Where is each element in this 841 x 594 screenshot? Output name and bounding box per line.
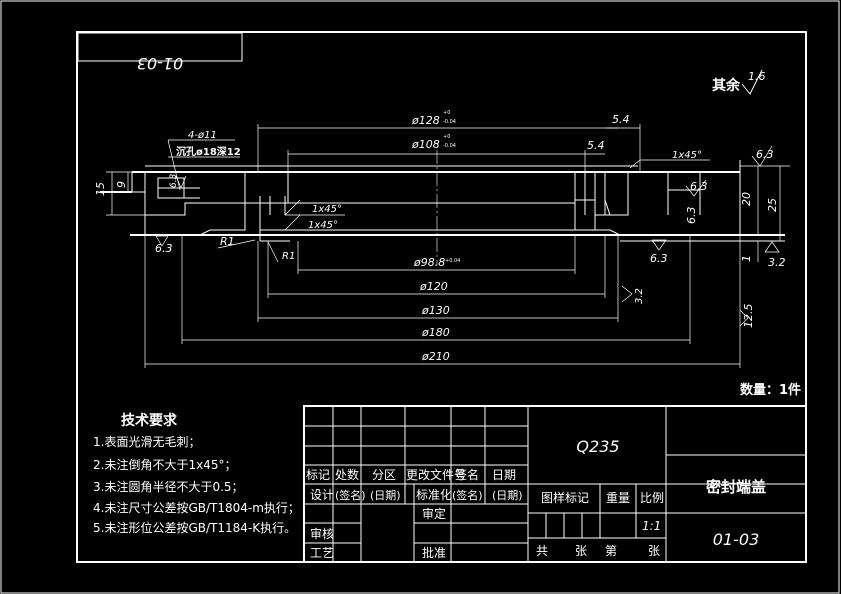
dim-d210: ø210 bbox=[421, 350, 450, 363]
dim-h9: 9 bbox=[115, 181, 128, 188]
tb-row-count: 处数 bbox=[335, 467, 359, 482]
roughness-rest-symbol bbox=[741, 69, 763, 95]
tb-design-date: (日期) bbox=[370, 489, 401, 502]
tb-sheets-unit1: 张 bbox=[575, 544, 587, 558]
title-block: 标记 处数 分区 更改文件号 签名 日期 设计 (签名) (日期) 标准化 (签… bbox=[303, 405, 807, 563]
tb-drawing-no: 01-03 bbox=[713, 530, 760, 549]
ra-32-bore: 3.2 bbox=[634, 288, 645, 304]
dim-d98-tol: +0.04 bbox=[445, 258, 460, 264]
dim-r1a: R1 bbox=[220, 235, 235, 248]
roughness-symbol-2 bbox=[651, 239, 667, 251]
dimensions: ø128 +0 -0.04 5.4 ø108 +0 -0.04 5.4 4-ø1… bbox=[94, 110, 790, 368]
dim-r1b: R1 bbox=[282, 251, 295, 262]
tb-check: 审核 bbox=[310, 526, 334, 541]
tb-row-change: 更改文件号 bbox=[406, 467, 466, 482]
tb-row-mark: 标记 bbox=[306, 468, 330, 482]
tb-part-name: 密封端盖 bbox=[706, 478, 766, 496]
part-section bbox=[100, 160, 785, 242]
dim-d108: ø108 bbox=[411, 138, 440, 151]
tb-approve: 批准 bbox=[422, 545, 446, 560]
drawing-number-mirrored: 01-03 bbox=[137, 54, 184, 73]
dim-h15: 15 bbox=[94, 182, 107, 196]
tb-std: 标准化 bbox=[416, 488, 452, 502]
dim-h25: 25 bbox=[766, 198, 779, 212]
quantity-label: 数量：1件 bbox=[740, 382, 801, 398]
roughness-rest-label: 其余 bbox=[712, 77, 741, 94]
ra-63-flange: 6.3 bbox=[690, 180, 708, 193]
tb-scale: 1:1 bbox=[642, 519, 661, 533]
right-groove-section2 bbox=[604, 171, 629, 216]
tb-stage-mark: 图样标记 bbox=[541, 490, 589, 505]
tb-std-sign: (签名) bbox=[452, 488, 483, 502]
dim-chamfer1: 1x45° bbox=[672, 150, 702, 161]
left-flange-section bbox=[131, 171, 246, 216]
tb-row-sign: 签名 bbox=[455, 467, 479, 482]
tb-design-sign: (签名) bbox=[335, 488, 366, 502]
dim-d128-tol-dn: -0.04 bbox=[443, 119, 456, 125]
dim-chamfer2: 1x45° bbox=[312, 204, 342, 215]
drawing-number-box bbox=[77, 32, 243, 62]
dim-h20: 20 bbox=[740, 192, 753, 206]
roughness-symbol-1 bbox=[155, 235, 169, 247]
dim-d128: ø128 bbox=[411, 114, 440, 127]
dim-d128-tol-up: +0 bbox=[443, 110, 450, 116]
tb-std-date: (日期) bbox=[492, 489, 523, 502]
dim-holes: 4-ø11 bbox=[188, 130, 217, 141]
tb-sheets-total: 共 bbox=[536, 544, 548, 558]
tb-process: 工艺 bbox=[310, 546, 334, 560]
tb-sheets-no: 第 bbox=[605, 544, 617, 558]
ra-63-left: 6.3 bbox=[155, 242, 173, 255]
tech-req-item-3: 3.未注圆角半径不大于0.5； bbox=[93, 479, 244, 494]
dim-w54b: 5.4 bbox=[587, 139, 605, 152]
tech-req-item-5: 5.未注形位公差按GB/T1184-K执行。 bbox=[93, 520, 296, 535]
tb-material: Q235 bbox=[576, 437, 619, 456]
tb-scale-label: 比例 bbox=[640, 491, 664, 505]
tech-req-title: 技术要求 bbox=[121, 412, 178, 429]
ra-125: 12.5 bbox=[742, 304, 755, 329]
tb-weight: 重量 bbox=[606, 491, 630, 505]
dim-d108-tol-up: +0 bbox=[443, 134, 450, 140]
roughness-rest-value: 1.6 bbox=[748, 70, 766, 83]
ra-32-right: 3.2 bbox=[768, 256, 786, 269]
dim-d98: ø98.8 bbox=[413, 256, 445, 269]
dim-w54a: 5.4 bbox=[612, 113, 630, 126]
ra-63-right: 6.3 bbox=[650, 252, 668, 265]
dim-d180: ø180 bbox=[421, 326, 450, 339]
ra-63-hole: 6.3 bbox=[169, 173, 179, 188]
tb-design: 设计 bbox=[310, 488, 334, 502]
dim-counterbore: 沉孔ø18深12 bbox=[176, 145, 241, 158]
left-body-section bbox=[144, 202, 246, 236]
tech-req-item-1: 1.表面光滑无毛刺； bbox=[93, 435, 200, 449]
tb-review: 审定 bbox=[422, 506, 446, 521]
dim-chamfer3: 1x45° bbox=[308, 220, 338, 231]
tech-req-item-4: 4.未注尺寸公差按GB/T1804-m执行； bbox=[93, 500, 300, 515]
dim-h1: 1 bbox=[740, 255, 753, 262]
tech-requirements: 技术要求 1.表面光滑无毛刺； 2.未注倒角不大于1x45°； 3.未注圆角半径… bbox=[93, 412, 300, 535]
dim-d130: ø130 bbox=[421, 304, 450, 317]
ra-63-vertical: 6.3 bbox=[685, 207, 698, 225]
tech-req-item-2: 2.未注倒角不大于1x45°； bbox=[93, 457, 236, 472]
dim-d120: ø120 bbox=[419, 280, 448, 293]
tb-row-zone: 分区 bbox=[372, 468, 396, 482]
dim-d108-tol-dn: -0.04 bbox=[443, 143, 456, 149]
tb-row-date: 日期 bbox=[492, 468, 516, 482]
ra-63-top: 6.3 bbox=[756, 148, 774, 161]
tb-sheets-unit2: 张 bbox=[648, 544, 660, 558]
